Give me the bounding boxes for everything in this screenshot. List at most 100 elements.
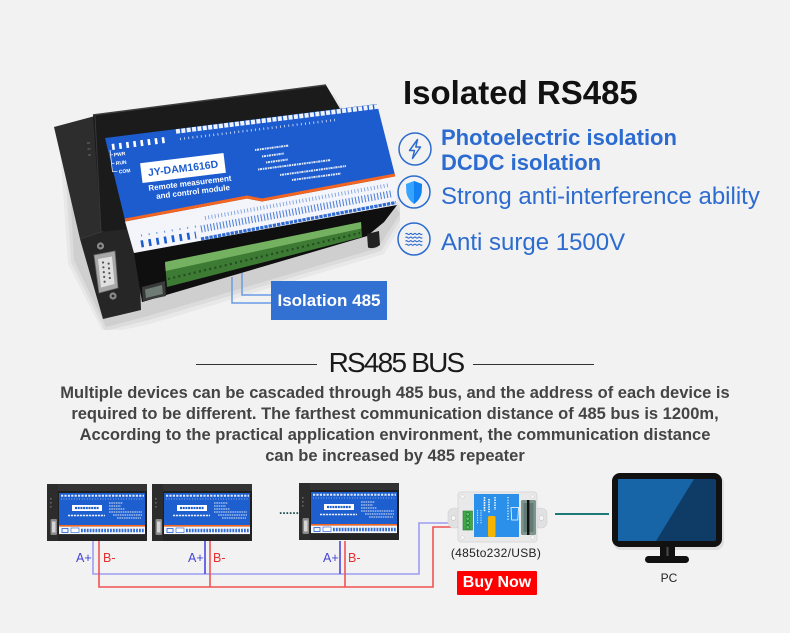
housing-top-edge	[92, 84, 327, 116]
db9-pin	[103, 275, 106, 278]
wire-a-label: A+	[76, 551, 92, 565]
housing-seam	[94, 115, 102, 233]
waves-icon	[397, 222, 431, 256]
db9-face	[98, 256, 115, 288]
slave-device	[152, 484, 252, 541]
wire-a-label: A+	[188, 551, 204, 565]
corner-screw	[460, 535, 465, 540]
wire-b-label: B-	[348, 551, 361, 565]
product-photo: PWR RUN COM JY-DAM1616D Remote measureme…	[54, 84, 400, 330]
feature-text: Strong anti-interference ability	[441, 183, 760, 210]
wire-b-trunk	[98, 526, 463, 588]
terminal-screw	[465, 516, 470, 521]
corner-screw	[530, 494, 535, 499]
io-led-marks	[140, 231, 197, 248]
corner-screw	[530, 535, 535, 540]
db9-pin	[102, 271, 105, 274]
icon-ring	[397, 222, 431, 256]
wave-line	[405, 240, 423, 243]
mounting-knob	[367, 231, 380, 249]
vent-hole	[88, 154, 91, 156]
terminal-screw	[465, 512, 470, 517]
section-heading: RS485 BUS	[328, 347, 466, 378]
spec-text-marks	[254, 144, 347, 181]
icon-ring	[398, 132, 432, 166]
monitor-neck-gap	[666, 547, 669, 556]
led-legend-tick	[112, 170, 118, 173]
led-label-run: RUN	[116, 160, 128, 167]
db9-pin	[107, 262, 110, 265]
terminal-box-marks	[200, 200, 397, 241]
terminal-screw	[465, 520, 470, 525]
page-title: Isolated RS485	[403, 74, 638, 111]
model-label-plate	[140, 152, 226, 184]
pc-monitor-icon	[612, 473, 724, 563]
din-rail-mount	[54, 116, 101, 239]
rs485-bus-diagram: ...... A+ B- A+ B- A+ B-	[47, 473, 724, 588]
wave-line	[405, 232, 423, 236]
monitor-base	[645, 556, 689, 563]
status-led-bars	[111, 137, 166, 150]
monitor-screen-glare	[618, 479, 694, 541]
wire-b-label: B-	[103, 551, 116, 565]
converter-db9-slot	[527, 500, 530, 535]
feature-text: Photoelectric isolation	[441, 125, 677, 150]
vent-hole	[87, 142, 90, 144]
divider-line-right	[473, 363, 595, 366]
led-label-com: COM	[119, 168, 131, 175]
orange-stripe	[124, 173, 396, 222]
isolation-485-callout: Isolation 485	[271, 281, 387, 320]
db9-outline-mark	[510, 507, 519, 521]
spec-text-mark	[261, 152, 285, 158]
led-legend-bracket	[109, 149, 113, 173]
db9-screw-hole	[111, 294, 115, 298]
slave-device	[47, 484, 147, 541]
db9-screw-hole	[99, 244, 102, 248]
wire-a-label: A+	[323, 551, 339, 565]
mount-hole	[538, 515, 545, 521]
spec-text-mark	[257, 159, 332, 171]
spec-text-mark	[254, 144, 290, 151]
icon-ring	[397, 175, 431, 209]
spec-text-mark	[291, 172, 342, 181]
bus-wires	[92, 522, 463, 588]
description-line: can be increased by 485 repeater	[265, 447, 525, 465]
description-line: According to the practical application e…	[79, 426, 711, 444]
db9-pin	[101, 261, 105, 264]
terminal-screws	[167, 231, 361, 281]
section-divider: RS485 BUS	[0, 349, 790, 377]
pc-label: PC	[660, 571, 678, 585]
shield-icon	[397, 175, 431, 209]
db9-pin	[108, 272, 111, 275]
divider-line-left	[195, 363, 317, 366]
more-devices-ellipsis: ......	[279, 503, 299, 517]
slave-device	[299, 483, 399, 540]
wire-a-trunk	[92, 522, 463, 575]
corner-screw	[460, 494, 465, 499]
description-line: required to be different. The farthest c…	[71, 405, 719, 423]
terminal-number-marks	[200, 190, 394, 233]
terminal-screw	[465, 525, 470, 530]
converter-label: (485to232/USB)	[450, 546, 542, 560]
callout-leader-line	[231, 277, 272, 304]
spec-text-mark	[265, 158, 289, 164]
rs485-converter	[447, 491, 548, 543]
description-line: Multiple devices can be cascaded through…	[60, 384, 730, 402]
wave-line	[405, 236, 423, 239]
buy-now-button[interactable]: Buy Now	[457, 571, 537, 595]
bus-description: Multiple devices can be cascaded through…	[0, 383, 790, 467]
led-label-pwr: PWR	[114, 151, 127, 158]
converter-component	[488, 516, 496, 537]
db9-pin	[108, 276, 111, 280]
db9-pin	[107, 267, 111, 270]
led-legend: PWR RUN COM	[109, 149, 131, 175]
callout-leader-line	[241, 273, 272, 296]
mount-hole	[450, 515, 457, 521]
lightning-bolt	[408, 138, 422, 160]
db9-pin	[102, 266, 105, 269]
vent-hole	[87, 148, 91, 150]
rj45-socket	[145, 285, 163, 298]
lightning-icon	[398, 132, 432, 166]
terminal-block-top	[165, 222, 362, 271]
